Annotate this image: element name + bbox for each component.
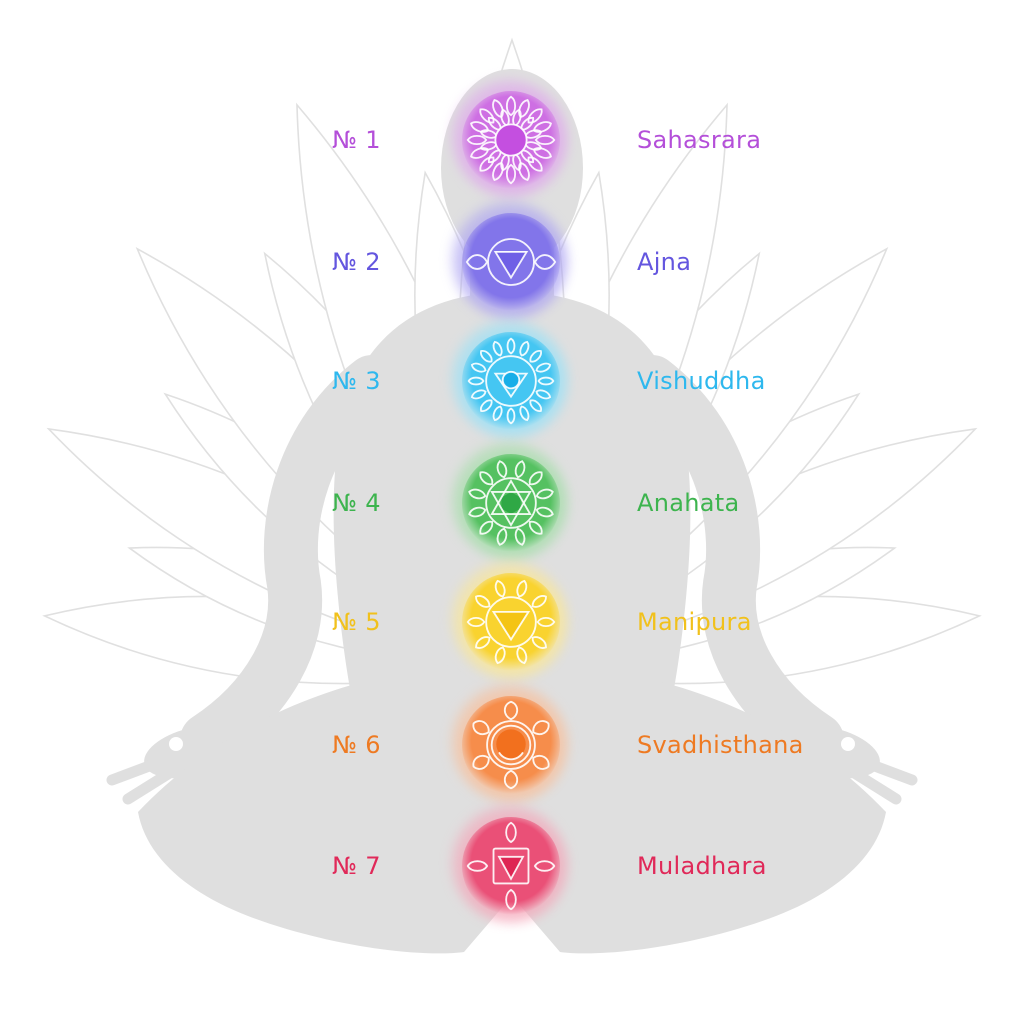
chakra-name-label: Muladhara <box>637 852 767 880</box>
chakra-number-label: № 3 <box>332 367 381 395</box>
sahasrara-crown-chakra-icon <box>466 95 556 185</box>
chakra-badge <box>452 685 569 803</box>
chakra-badge <box>452 321 569 439</box>
chakra-badge <box>452 202 569 320</box>
chakra-name-label: Manipura <box>637 608 752 636</box>
chakra-name-label: Ajna <box>637 248 692 276</box>
chakra-row: № 7 Muladhara <box>0 806 1024 924</box>
svadhisthana-sacral-chakra-icon <box>469 700 553 790</box>
chakra-number-label: № 5 <box>332 608 381 636</box>
chakra-name-label: Vishuddha <box>637 367 766 395</box>
chakra-badge <box>452 806 569 924</box>
left-mudra-hole <box>169 737 183 751</box>
chakra-row: № 2 Ajna <box>0 202 1024 320</box>
chakra-row: № 6 Svadhisthana <box>0 685 1024 803</box>
anahata-heart-chakra-icon <box>467 459 555 547</box>
right-mudra-hole <box>841 737 855 751</box>
chakra-number-label: № 1 <box>332 126 381 154</box>
chakra-name-label: Svadhisthana <box>637 731 804 759</box>
chakra-row: № 5 Manipura <box>0 562 1024 680</box>
muladhara-root-chakra-icon <box>466 821 556 911</box>
figure-left-arm <box>180 355 399 767</box>
chakra-number-label: № 6 <box>332 731 381 759</box>
chakra-number-label: № 2 <box>332 248 381 276</box>
chakra-number-label: № 4 <box>332 489 381 517</box>
chakra-badge <box>452 562 569 680</box>
ajna-third-eye-chakra-icon <box>465 238 557 286</box>
manipura-solar-plexus-chakra-icon <box>466 578 556 666</box>
chakra-name-label: Sahasrara <box>637 126 762 154</box>
figure-right-arm <box>625 355 844 767</box>
chakra-number-label: № 7 <box>332 852 381 880</box>
chakra-badge <box>452 443 569 561</box>
vishuddha-throat-chakra-icon <box>467 337 555 425</box>
chakra-row: № 1 Sahasrara <box>0 80 1024 198</box>
chakra-row: № 3 Vishuddha <box>0 321 1024 439</box>
chakra-name-label: Anahata <box>637 489 740 517</box>
chakra-badge <box>452 80 569 198</box>
chakra-row: № 4 Anahata <box>0 443 1024 561</box>
